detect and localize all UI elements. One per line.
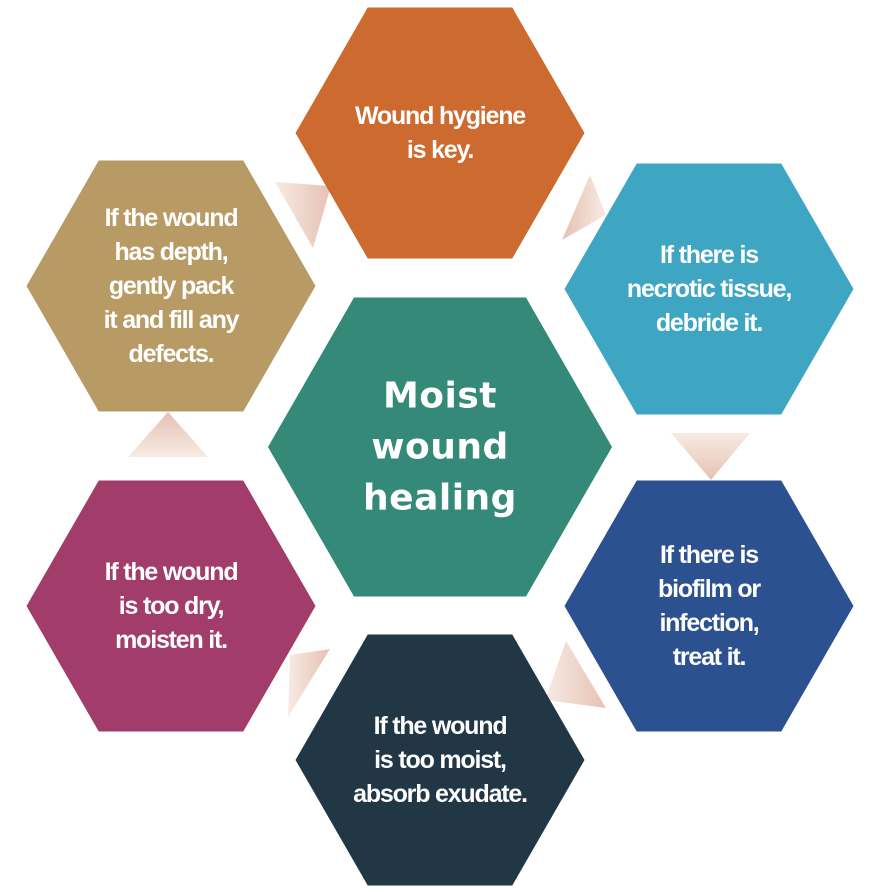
step-hexagon-biofilm-text-line: If there is xyxy=(660,541,758,569)
step-hexagon-depth-text-line: defects. xyxy=(129,340,214,368)
step-hexagon-hygiene-shape xyxy=(295,7,585,259)
connector-arrow-necrotic-to-biofilm xyxy=(671,433,750,480)
step-hexagon-biofilm-text-line: biofilm or xyxy=(658,575,761,603)
step-hexagon-necrotic: If there is necrotic tissue, debride it. xyxy=(564,163,854,415)
center-hexagon-text-line: healing xyxy=(363,478,517,519)
step-hexagon-dry-text-line: moisten it. xyxy=(115,626,227,654)
step-hexagon-necrotic-text-line: necrotic tissue, xyxy=(627,275,791,303)
step-hexagon-depth: If the wound has depth, gently pack it and … xyxy=(26,160,316,412)
step-hexagon-hygiene-text-line: is key. xyxy=(407,136,473,164)
step-hexagon-depth-text-line: If the wound xyxy=(105,204,238,232)
step-hexagon-dry-text-line: If the wound xyxy=(105,558,238,586)
connector-arrow-dry-to-depth xyxy=(128,412,208,457)
step-hexagon-biofilm-text-line: treat it. xyxy=(673,643,746,671)
connectors xyxy=(128,175,750,717)
step-hexagon-depth-shape xyxy=(26,160,316,412)
step-hexagon-hygiene-text-line: Wound hygiene xyxy=(355,102,526,130)
step-hexagon-depth-text-line: has depth, xyxy=(114,238,227,266)
step-hexagon-dry: If the wound is too dry, moisten it. xyxy=(26,480,316,732)
step-hexagon-moist-text-line: absorb exudate. xyxy=(353,780,527,808)
center-hexagon-text-line: Moist xyxy=(383,376,497,417)
step-hexagon-moist-text-line: is too moist, xyxy=(374,746,506,774)
step-hexagon-depth-text-line: gently pack xyxy=(109,272,235,300)
step-hexagon-moist-shape xyxy=(295,634,585,886)
step-hexagon-biofilm-shape xyxy=(564,480,854,732)
center-hexagon-shape xyxy=(268,297,612,597)
connector-arrow-depth-to-hygiene xyxy=(275,182,331,248)
connector-arrow-moist-to-dry xyxy=(288,649,330,717)
step-hexagon-hygiene: Wound hygiene is key. xyxy=(295,7,585,259)
step-hexagon-dry-shape xyxy=(26,480,316,732)
step-hexagon-necrotic-shape xyxy=(564,163,854,415)
center-hexagon-text-line: wound xyxy=(371,427,509,468)
connector-arrow-hygiene-to-necrotic xyxy=(562,175,606,240)
step-hexagon-depth-text-line: it and fill any xyxy=(104,306,240,334)
step-hexagon-dry-text-line: is too dry, xyxy=(119,592,224,620)
step-hexagon-moist-text-line: If the wound xyxy=(374,712,507,740)
step-hexagon-biofilm-text-line: infection, xyxy=(659,609,758,637)
step-hexagon-necrotic-text-line: If there is xyxy=(660,241,758,269)
step-hexagon-moist: If the wound is too moist, absorb exudate. xyxy=(295,634,585,886)
step-hexagon-biofilm: If there is biofilm or infection, treat it. xyxy=(564,480,854,732)
connector-arrow-biofilm-to-moist xyxy=(545,641,606,708)
center-hexagon: Moist wound healing xyxy=(268,297,612,597)
step-hexagon-necrotic-text-line: debride it. xyxy=(656,309,763,337)
